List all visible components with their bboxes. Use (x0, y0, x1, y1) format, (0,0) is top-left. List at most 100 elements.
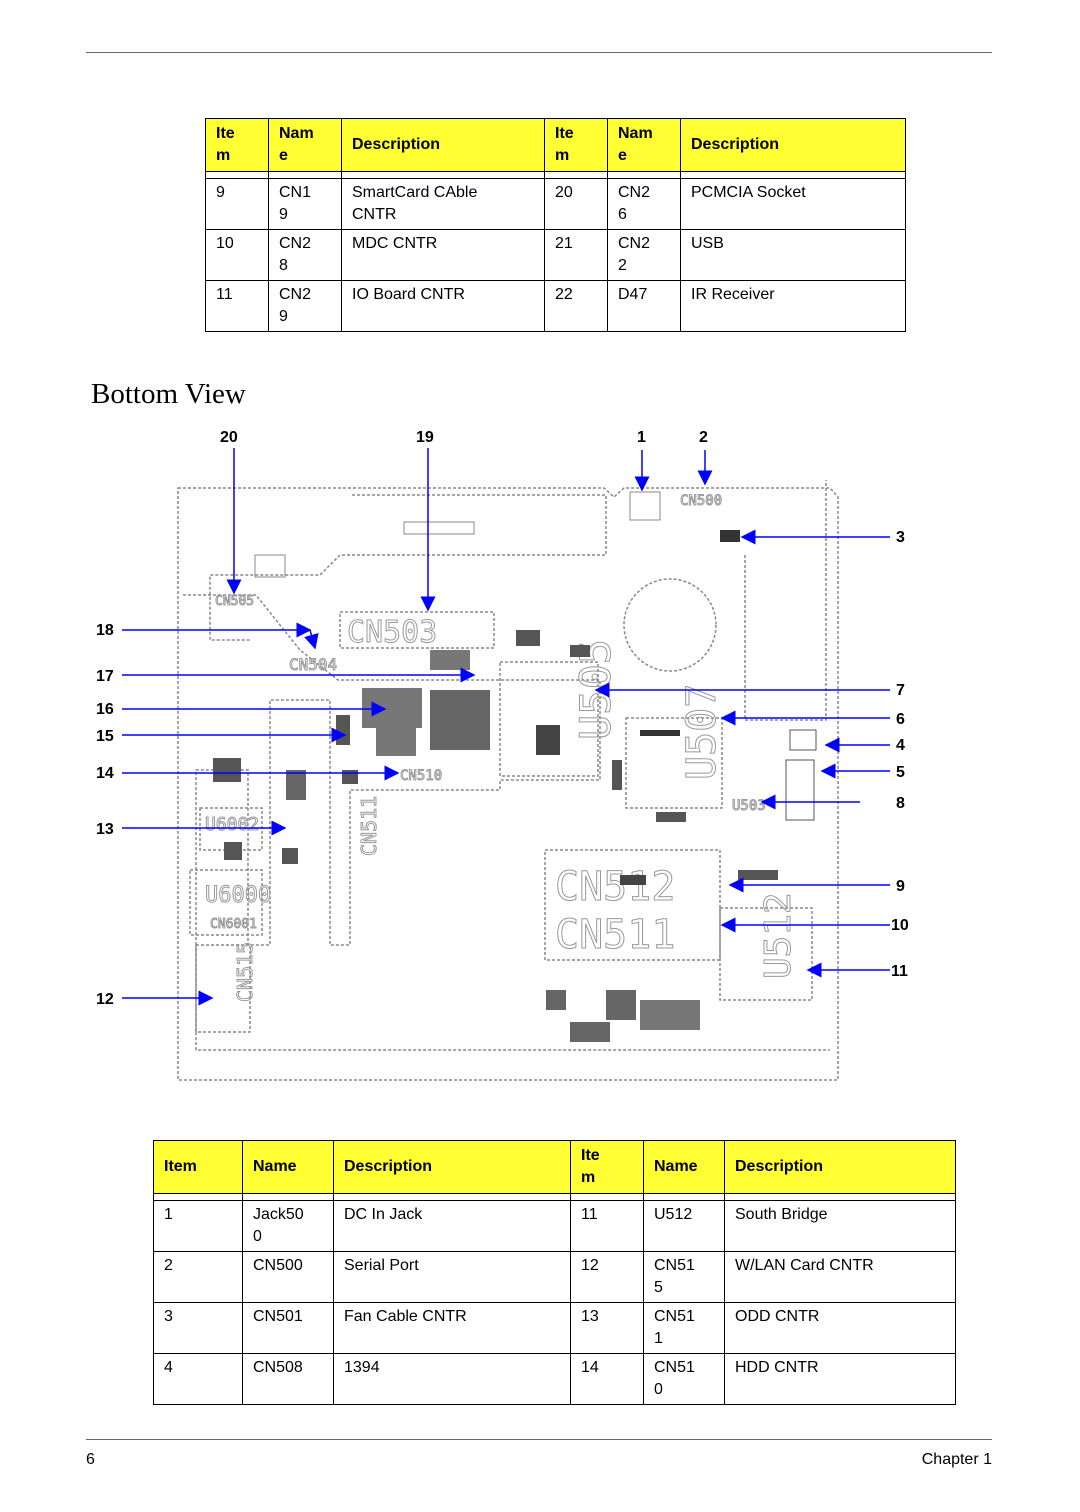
callout-18: 18 (96, 622, 114, 639)
callout-14: 14 (96, 765, 114, 782)
footer-rule (86, 1439, 992, 1440)
cell: 14 (570, 1353, 644, 1405)
board-labels: CN503 CN504 U505 U507 CN512 CN511 U512 U… (205, 493, 800, 1003)
callout-15: 15 (96, 728, 114, 745)
cell: USB (680, 229, 906, 281)
callout-numbers: 20 19 1 2 3 18 17 16 15 14 13 12 7 6 4 5… (96, 429, 909, 1008)
header-description: Description (680, 118, 906, 172)
board-label: U507 (679, 684, 725, 780)
cell: D47 (607, 280, 681, 332)
cell: 11 (205, 280, 269, 332)
callout-3: 3 (896, 529, 905, 546)
cell: PCMCIA Socket (680, 178, 906, 230)
callout-9: 9 (896, 878, 905, 895)
board-label: CN504 (289, 655, 337, 674)
cell: MDC CNTR (341, 229, 545, 281)
cell: 12 (570, 1251, 644, 1303)
board-label: CN510 (400, 768, 442, 784)
cell: CN501 (242, 1302, 334, 1354)
callout-5: 5 (896, 764, 905, 781)
callout-16: 16 (96, 701, 114, 718)
cell: 3 (153, 1302, 243, 1354)
callout-lines (122, 448, 890, 1006)
board-label: CN511 (357, 796, 381, 856)
callout-4: 4 (896, 737, 905, 754)
board-label: U6002 (205, 814, 259, 835)
cell: CN508 (242, 1353, 334, 1405)
cell: Serial Port (333, 1251, 571, 1303)
cell: 4 (153, 1353, 243, 1405)
callout-12: 12 (96, 991, 114, 1008)
cell: 1394 (333, 1353, 571, 1405)
cell: ODD CNTR (724, 1302, 956, 1354)
board-label: CN500 (680, 493, 722, 509)
callout-11: 11 (891, 963, 908, 980)
table-spacer (153, 1193, 956, 1201)
board-label: CN6001 (210, 917, 257, 932)
fan-circle (623, 578, 717, 672)
board-label: CN505 (215, 594, 254, 609)
cell: DC In Jack (333, 1200, 571, 1252)
motherboard-bottom-diagram: CN503 CN504 U505 U507 CN512 CN511 U512 U… (96, 429, 909, 1081)
header-name: Name (643, 1140, 725, 1194)
cell: Fan Cable CNTR (333, 1302, 571, 1354)
cell: 2 (153, 1251, 243, 1303)
header-rule (86, 52, 992, 53)
cell: 13 (570, 1302, 644, 1354)
callout-17: 17 (96, 668, 114, 685)
cell: 11 (570, 1200, 644, 1252)
page-number: 6 (86, 1451, 95, 1468)
component-marks (213, 491, 817, 1042)
board-label: CN503 (347, 615, 437, 650)
callout-2: 2 (699, 429, 708, 446)
board-label: CN511 (555, 912, 675, 958)
board-label: CN515 (233, 942, 257, 1002)
cell: W/LAN Card CNTR (724, 1251, 956, 1303)
header-item: Item (153, 1140, 243, 1194)
callout-7: 7 (896, 682, 905, 699)
header-description: Description (724, 1140, 956, 1194)
header-name: Name (242, 1140, 334, 1194)
cell: IO Board CNTR (341, 280, 545, 332)
cell: South Bridge (724, 1200, 956, 1252)
callout-6: 6 (896, 711, 905, 728)
chapter-label: Chapter 1 (921, 1451, 992, 1468)
cell: HDD CNTR (724, 1353, 956, 1405)
callout-19: 19 (416, 429, 434, 446)
board-label: U503 (732, 798, 766, 814)
cell: IR Receiver (680, 280, 906, 332)
board-label: U6000 (205, 883, 271, 908)
callout-10: 10 (891, 917, 909, 934)
section-title: Bottom View (91, 378, 246, 410)
cell: 9 (205, 178, 269, 230)
header-description: Description (341, 118, 545, 172)
cell: U512 (643, 1200, 725, 1252)
board-label: CN512 (555, 864, 675, 910)
table-spacer (205, 171, 906, 179)
cell: 1 (153, 1200, 243, 1252)
cell: 21 (544, 229, 608, 281)
cell: 20 (544, 178, 608, 230)
